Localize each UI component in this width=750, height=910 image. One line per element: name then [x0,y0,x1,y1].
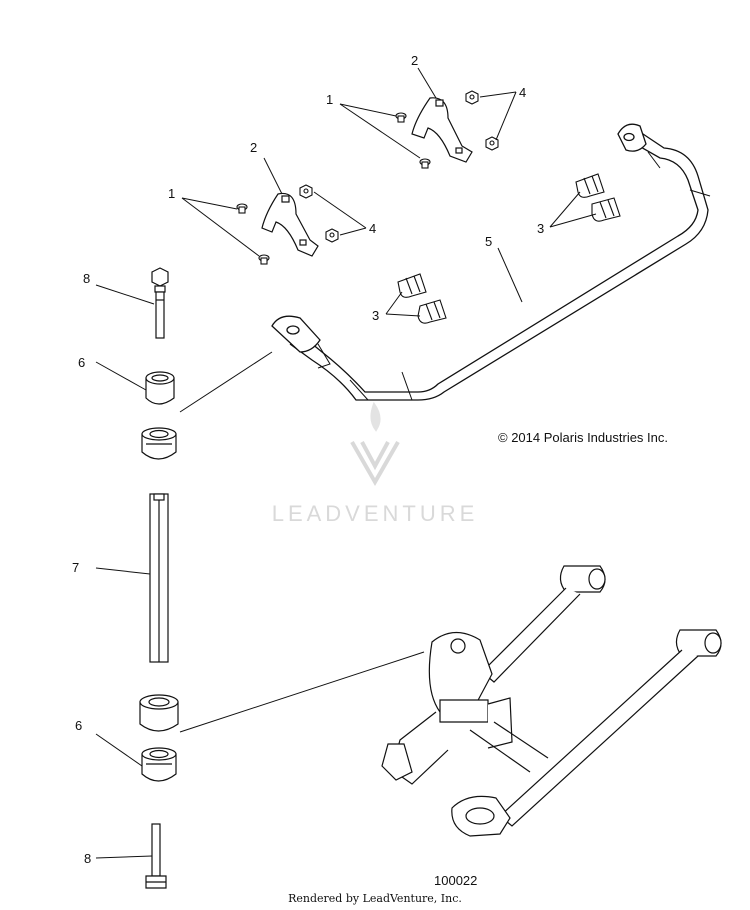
bar-bushing-lower-a [397,273,427,298]
stabilizer-bar [271,123,711,401]
nut-3 [299,184,313,199]
callout-2-upper: 2 [411,53,418,68]
leader-lines [95,67,597,859]
grommet-lower-a [139,694,179,732]
nut-1 [465,90,479,105]
bolt-small-2 [419,158,431,169]
callout-1-lower: 1 [168,186,175,201]
bolt-long-top [151,267,169,339]
callout-8-bottom: 8 [84,851,91,866]
callout-2-lower: 2 [250,140,257,155]
callout-6-bottom: 6 [75,718,82,733]
grommet-top [145,371,175,405]
watermark-text: LEADVENTURE [271,501,479,526]
spacer-tube [149,493,169,663]
callouts: 1 2 4 1 2 4 3 3 5 8 6 7 6 8 [72,53,544,866]
bolt-small-1 [395,112,407,123]
rendered-by-footer: Rendered by LeadVenture, Inc. [288,892,462,905]
bolt-small-3 [236,203,248,214]
grommet-lower-b [141,747,177,782]
nut-2 [485,136,499,151]
drawing-number: 100022 [434,873,478,888]
copyright-notice: © 2014 Polaris Industries Inc. [498,430,668,445]
callout-6-top: 6 [78,355,85,370]
callout-1-upper: 1 [326,92,333,107]
callout-7: 7 [72,560,79,575]
clamp-upper [411,97,473,163]
grommet-middle [141,427,177,460]
callout-3-upper: 3 [537,221,544,236]
leadventure-watermark-logo [350,401,400,487]
nut-4 [325,228,339,243]
bolt-small-4 [258,254,270,265]
bolt-long-bottom [145,823,167,889]
bar-bushing-upper-a [575,173,605,198]
bar-bushing-upper-b [591,197,621,222]
callout-4-lower: 4 [369,221,376,236]
callout-3-lower: 3 [372,308,379,323]
callout-4-upper: 4 [519,85,526,100]
clamp-lower [261,192,319,257]
a-arm-frame [381,565,722,837]
bar-bushing-lower-b [417,299,447,324]
callout-5: 5 [485,234,492,249]
callout-8-top: 8 [83,271,90,286]
